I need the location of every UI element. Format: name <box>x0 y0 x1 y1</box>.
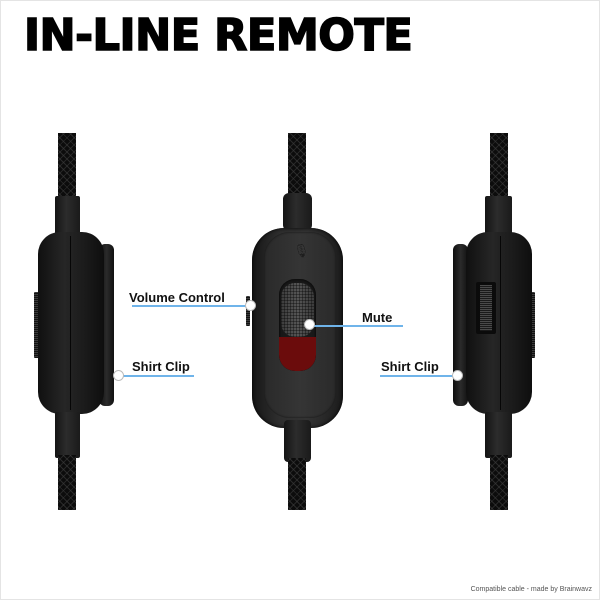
volume-wheel[interactable] <box>476 282 496 334</box>
body-seam <box>500 236 501 410</box>
callout-mute-label: Mute <box>362 310 393 325</box>
body-seam <box>70 236 71 410</box>
callout-volume-control-label: Volume Control <box>129 290 225 305</box>
credit-caption: Compatible cable - made by Brainwavz <box>470 586 592 593</box>
strain-relief-top <box>55 196 80 238</box>
strain-relief-bottom <box>55 412 80 458</box>
callout-shirt-clip-right-dot <box>452 370 463 381</box>
volume-wheel-edge <box>530 292 535 358</box>
braided-cable-bottom <box>490 455 508 510</box>
shirt-clip <box>453 244 468 406</box>
strain-relief-top <box>485 196 512 238</box>
mic-icon: 🎙 <box>293 243 310 258</box>
strain-relief-top <box>283 193 312 231</box>
volume-wheel-edge <box>246 296 250 326</box>
callout-mute-line <box>314 325 403 327</box>
braided-cable-bottom <box>58 455 76 510</box>
callout-mute-dot <box>304 319 315 330</box>
callout-shirt-clip-right-label: Shirt Clip <box>381 359 439 374</box>
braided-cable-top <box>288 133 306 198</box>
strain-relief-bottom <box>284 420 311 462</box>
mute-indicator-red <box>279 337 316 371</box>
volume-wheel-ridges <box>480 285 492 331</box>
braided-cable-bottom <box>288 458 306 510</box>
braided-cable-top <box>490 133 508 203</box>
callout-shirt-clip-left-dot <box>113 370 124 381</box>
braided-cable-top <box>58 133 76 203</box>
page-title: IN-LINE REMOTE <box>23 9 413 62</box>
remote-body-side <box>38 232 104 414</box>
strain-relief-bottom <box>485 412 512 458</box>
callout-shirt-clip-left-label: Shirt Clip <box>132 359 190 374</box>
callout-volume-control-dot <box>245 300 256 311</box>
callout-volume-control-line <box>132 305 247 307</box>
callout-shirt-clip-left-line <box>120 375 194 377</box>
volume-wheel-edge <box>34 292 39 358</box>
callout-shirt-clip-right-line <box>380 375 455 377</box>
